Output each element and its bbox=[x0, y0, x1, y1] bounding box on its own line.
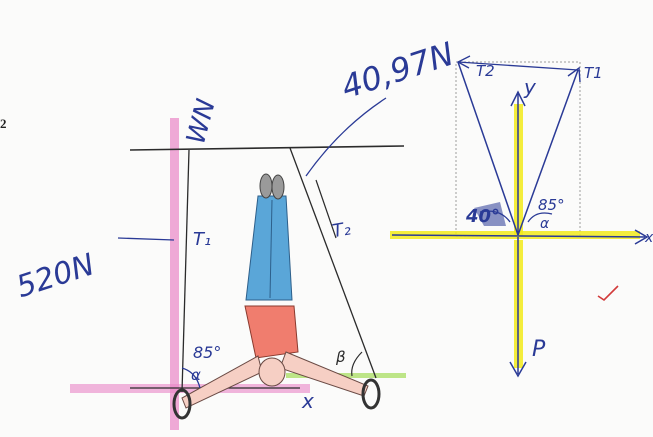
jeans bbox=[245, 195, 293, 301]
fbd-x-axis bbox=[391, 234, 646, 238]
ring-right bbox=[361, 378, 381, 410]
yellow-x-highlight bbox=[390, 231, 640, 239]
label-520N: 520N bbox=[12, 247, 99, 305]
fbd-label-x: x bbox=[644, 230, 653, 246]
force-pointer-line bbox=[305, 97, 387, 177]
fbd-label-t1: T1 bbox=[584, 64, 603, 82]
jeans-divide bbox=[269, 199, 273, 299]
fbd-t2-vector bbox=[457, 61, 519, 236]
rope-t2 bbox=[289, 147, 377, 379]
fbd-label-y: y bbox=[523, 75, 537, 99]
fbd-label-t2: T2 bbox=[476, 62, 495, 80]
free-body-diagram bbox=[390, 55, 649, 378]
fbd-arc-right bbox=[527, 212, 553, 223]
rope-t1 bbox=[181, 149, 190, 393]
fbd-label-85deg: 85° bbox=[538, 196, 565, 214]
pink-vertical-highlight bbox=[170, 118, 179, 430]
fbd-label-p: P bbox=[532, 337, 546, 362]
label-alpha: α bbox=[191, 366, 201, 384]
t2-indicator bbox=[315, 179, 337, 239]
alpha-arc bbox=[181, 367, 201, 389]
shirt bbox=[244, 305, 299, 359]
label-x-left: x bbox=[301, 389, 314, 413]
ring-left bbox=[172, 388, 192, 420]
green-floor-highlight bbox=[286, 373, 406, 378]
label-t2: T₂ bbox=[331, 218, 353, 242]
label-85deg-left: 85° bbox=[193, 343, 221, 362]
fbd-t1-arrowhead bbox=[567, 66, 581, 83]
fbd-y-arrowhead bbox=[510, 90, 526, 107]
fbd-label-40deg: 40° bbox=[465, 206, 500, 227]
beta-arc bbox=[351, 351, 363, 377]
fbd-top-line bbox=[457, 61, 579, 71]
foot-left bbox=[259, 173, 273, 199]
fbd-angle-fill bbox=[474, 202, 506, 226]
fbd-label-alpha: α bbox=[540, 216, 550, 232]
fbd-p-arrowhead bbox=[509, 361, 527, 378]
scribble-wn: WN bbox=[181, 96, 222, 147]
fbd-t1-vector bbox=[517, 69, 579, 236]
fbd-x-arrowhead bbox=[634, 229, 649, 245]
problem-number: 2 bbox=[0, 116, 7, 131]
left-labels: T₁ T₂ 520N 40,97N WN 85° α β x bbox=[12, 35, 458, 413]
label-beta: β bbox=[335, 348, 346, 366]
t1-pointer bbox=[117, 237, 175, 241]
gymnast-figure bbox=[70, 118, 406, 430]
ceiling-line bbox=[129, 145, 405, 151]
red-check-mark bbox=[597, 285, 619, 302]
foot-right bbox=[271, 174, 285, 200]
label-t1: T₁ bbox=[193, 229, 211, 250]
head bbox=[258, 357, 286, 387]
label-4097N: 40,97N bbox=[337, 35, 459, 107]
fbd-labels: T2 y T1 40° 85° α x P bbox=[465, 62, 653, 362]
fbd-top-arrowhead-left bbox=[456, 55, 471, 69]
